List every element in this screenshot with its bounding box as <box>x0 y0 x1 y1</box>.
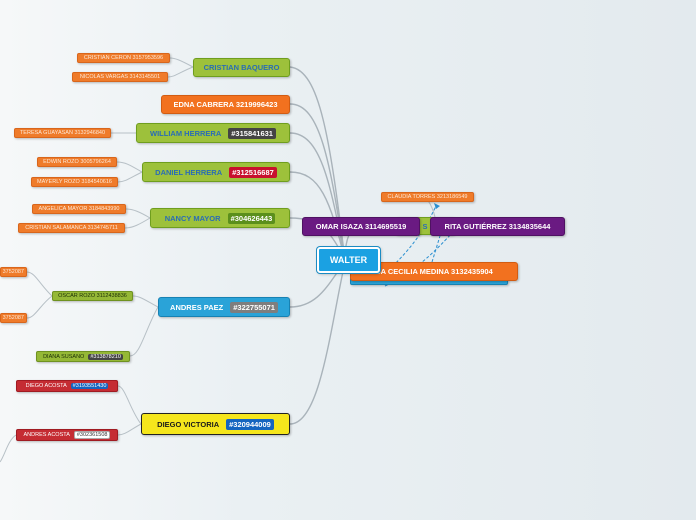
leaf-diana-susano-label: DIANA SUSANO <box>43 353 85 360</box>
phone-badge: #322755071 <box>230 301 278 313</box>
branch-rita-gutierrez[interactable]: RITA GUTIÉRREZ 3134835644 <box>430 217 565 236</box>
phone-badge: #302361508 <box>73 431 111 439</box>
leaf-mayerly-rozo-label: MAYERLY ROZO 3184540616 <box>37 179 112 185</box>
leaf-cut-bottom-label: 3752087 <box>2 315 24 321</box>
leaf-oscar-rozo-label: OSCAR ROZO 3112438836 <box>58 293 127 299</box>
leaf-cristian-salamanca[interactable]: CRISTIAN SALAMANCA 3134745711 <box>18 223 125 233</box>
branch-omar-isaza-label: OMAR ISAZA 3114695519 <box>315 222 407 231</box>
central-node[interactable]: WALTER <box>317 247 380 273</box>
link-angelica <box>125 208 151 219</box>
phone-badge: #320944009 <box>226 418 274 430</box>
branch-omar-isaza[interactable]: OMAR ISAZA 3114695519 <box>302 217 420 236</box>
branch-andres-paez-label: ANDRES PAEZ <box>170 302 224 312</box>
link-edwin <box>116 161 143 173</box>
branch-cristian-baquero[interactable]: CRISTIAN BAQUERO <box>193 58 290 77</box>
branch-william-herrera-label: WILLIAM HERRERA <box>150 128 222 138</box>
leaf-cristian-salamanca-label: CRISTIAN SALAMANCA 3134745711 <box>25 225 118 231</box>
leaf-nicolas-vargas-label: NICOLAS VARGAS 3143145501 <box>79 74 161 80</box>
link-daniel-herrera <box>289 171 346 261</box>
link-oscar <box>132 295 159 308</box>
link-andres-acosta-offscreen <box>0 434 17 463</box>
branch-william-herrera[interactable]: WILLIAM HERRERA #315841631 <box>136 123 290 143</box>
branch-andres-paez[interactable]: ANDRES PAEZ #322755071 <box>158 297 290 317</box>
branch-diego-victoria-label: DIEGO VICTORIA <box>157 419 220 429</box>
leaf-claudia-torres[interactable]: CLAUDIA TORRES 3213186549 <box>381 192 474 202</box>
branch-daniel-herrera-label: DANIEL HERRERA <box>155 167 223 177</box>
branch-daniel-herrera[interactable]: DANIEL HERRERA #312516687 <box>142 162 290 182</box>
phone-badge: #3193551430 <box>70 383 109 389</box>
link-salamanca <box>124 217 151 229</box>
branch-rita-gutierrez-label: RITA GUTIÉRREZ 3134835644 <box>444 222 551 231</box>
link-nicolas-vargas <box>167 66 194 78</box>
link-andres-acosta <box>117 423 142 436</box>
leaf-diego-acosta[interactable]: DIEGO ACOSTA #3193551430 <box>16 380 118 392</box>
link-diego-acosta <box>117 385 142 425</box>
leaf-teresa-guayasan[interactable]: TERESA GUAYASAN 3132946840 <box>14 128 111 138</box>
leaf-angelica-mayor[interactable]: ANGELICA MAYOR 3184843990 <box>32 204 126 214</box>
branch-edna-cabrera-label: EDNA CABRERA 3219996423 <box>173 100 278 109</box>
leaf-diego-acosta-label: DIEGO ACOSTA <box>25 383 67 389</box>
phone-badge: #312516687 <box>229 166 277 178</box>
branch-hidden-s-label: S <box>422 221 428 231</box>
leaf-andres-acosta[interactable]: ANDRES ACOSTA #302361508 <box>16 429 118 441</box>
leaf-diana-susano[interactable]: DIANA SUSANO #313878210 <box>36 351 130 362</box>
dashed-relation-3 <box>431 235 441 263</box>
leaf-teresa-guayasan-label: TERESA GUAYASAN 3132946840 <box>19 130 106 136</box>
leaf-edwin-rozo-label: EDWIN ROZO 3005796264 <box>43 159 111 165</box>
leaf-cut-top[interactable]: 3752087 <box>0 267 27 277</box>
link-cut-bottom <box>26 295 53 319</box>
leaf-cut-top-label: 3752087 <box>2 269 24 275</box>
arrow-head-icon <box>434 203 440 209</box>
leaf-angelica-mayor-label: ANGELICA MAYOR 3184843990 <box>38 206 120 212</box>
link-cristian-ceron <box>169 57 194 68</box>
branch-nancy-mayor[interactable]: NANCY MAYOR #304626443 <box>150 208 290 228</box>
branch-diego-victoria[interactable]: DIEGO VICTORIA #320944009 <box>141 413 290 435</box>
leaf-mayerly-rozo[interactable]: MAYERLY ROZO 3184540616 <box>31 177 118 187</box>
branch-cristian-baquero-label: CRISTIAN BAQUERO <box>203 63 280 72</box>
link-cut-top <box>26 271 53 297</box>
phone-badge: #315841631 <box>228 127 276 139</box>
branch-nancy-mayor-label: NANCY MAYOR <box>164 213 221 223</box>
leaf-nicolas-vargas[interactable]: NICOLAS VARGAS 3143145501 <box>72 72 168 82</box>
phone-badge: #304626443 <box>227 212 276 224</box>
leaf-edwin-rozo[interactable]: EDWIN ROZO 3005796264 <box>37 157 117 167</box>
leaf-cut-bottom[interactable]: 3752087 <box>0 313 27 323</box>
leaf-oscar-rozo[interactable]: OSCAR ROZO 3112438836 <box>52 291 133 301</box>
link-diana <box>129 306 159 357</box>
phone-badge: #313878210 <box>88 353 123 360</box>
central-node-label: WALTER <box>329 255 368 265</box>
link-diego-victoria <box>289 261 346 425</box>
leaf-andres-acosta-label: ANDRES ACOSTA <box>23 432 70 438</box>
leaf-claudia-torres-label: CLAUDIA TORRES 3213186549 <box>387 194 468 200</box>
leaf-cristian-ceron-label: CRISTIAN CERON 3157953596 <box>83 55 164 61</box>
link-edna-cabrera <box>289 103 346 261</box>
branch-edna-cabrera[interactable]: EDNA CABRERA 3219996423 <box>161 95 290 114</box>
branch-cecilia-medina-label: CA CECILIA MEDINA 3132435904 <box>375 267 493 276</box>
leaf-cristian-ceron[interactable]: CRISTIAN CERON 3157953596 <box>77 53 170 63</box>
link-mayerly <box>117 171 143 183</box>
